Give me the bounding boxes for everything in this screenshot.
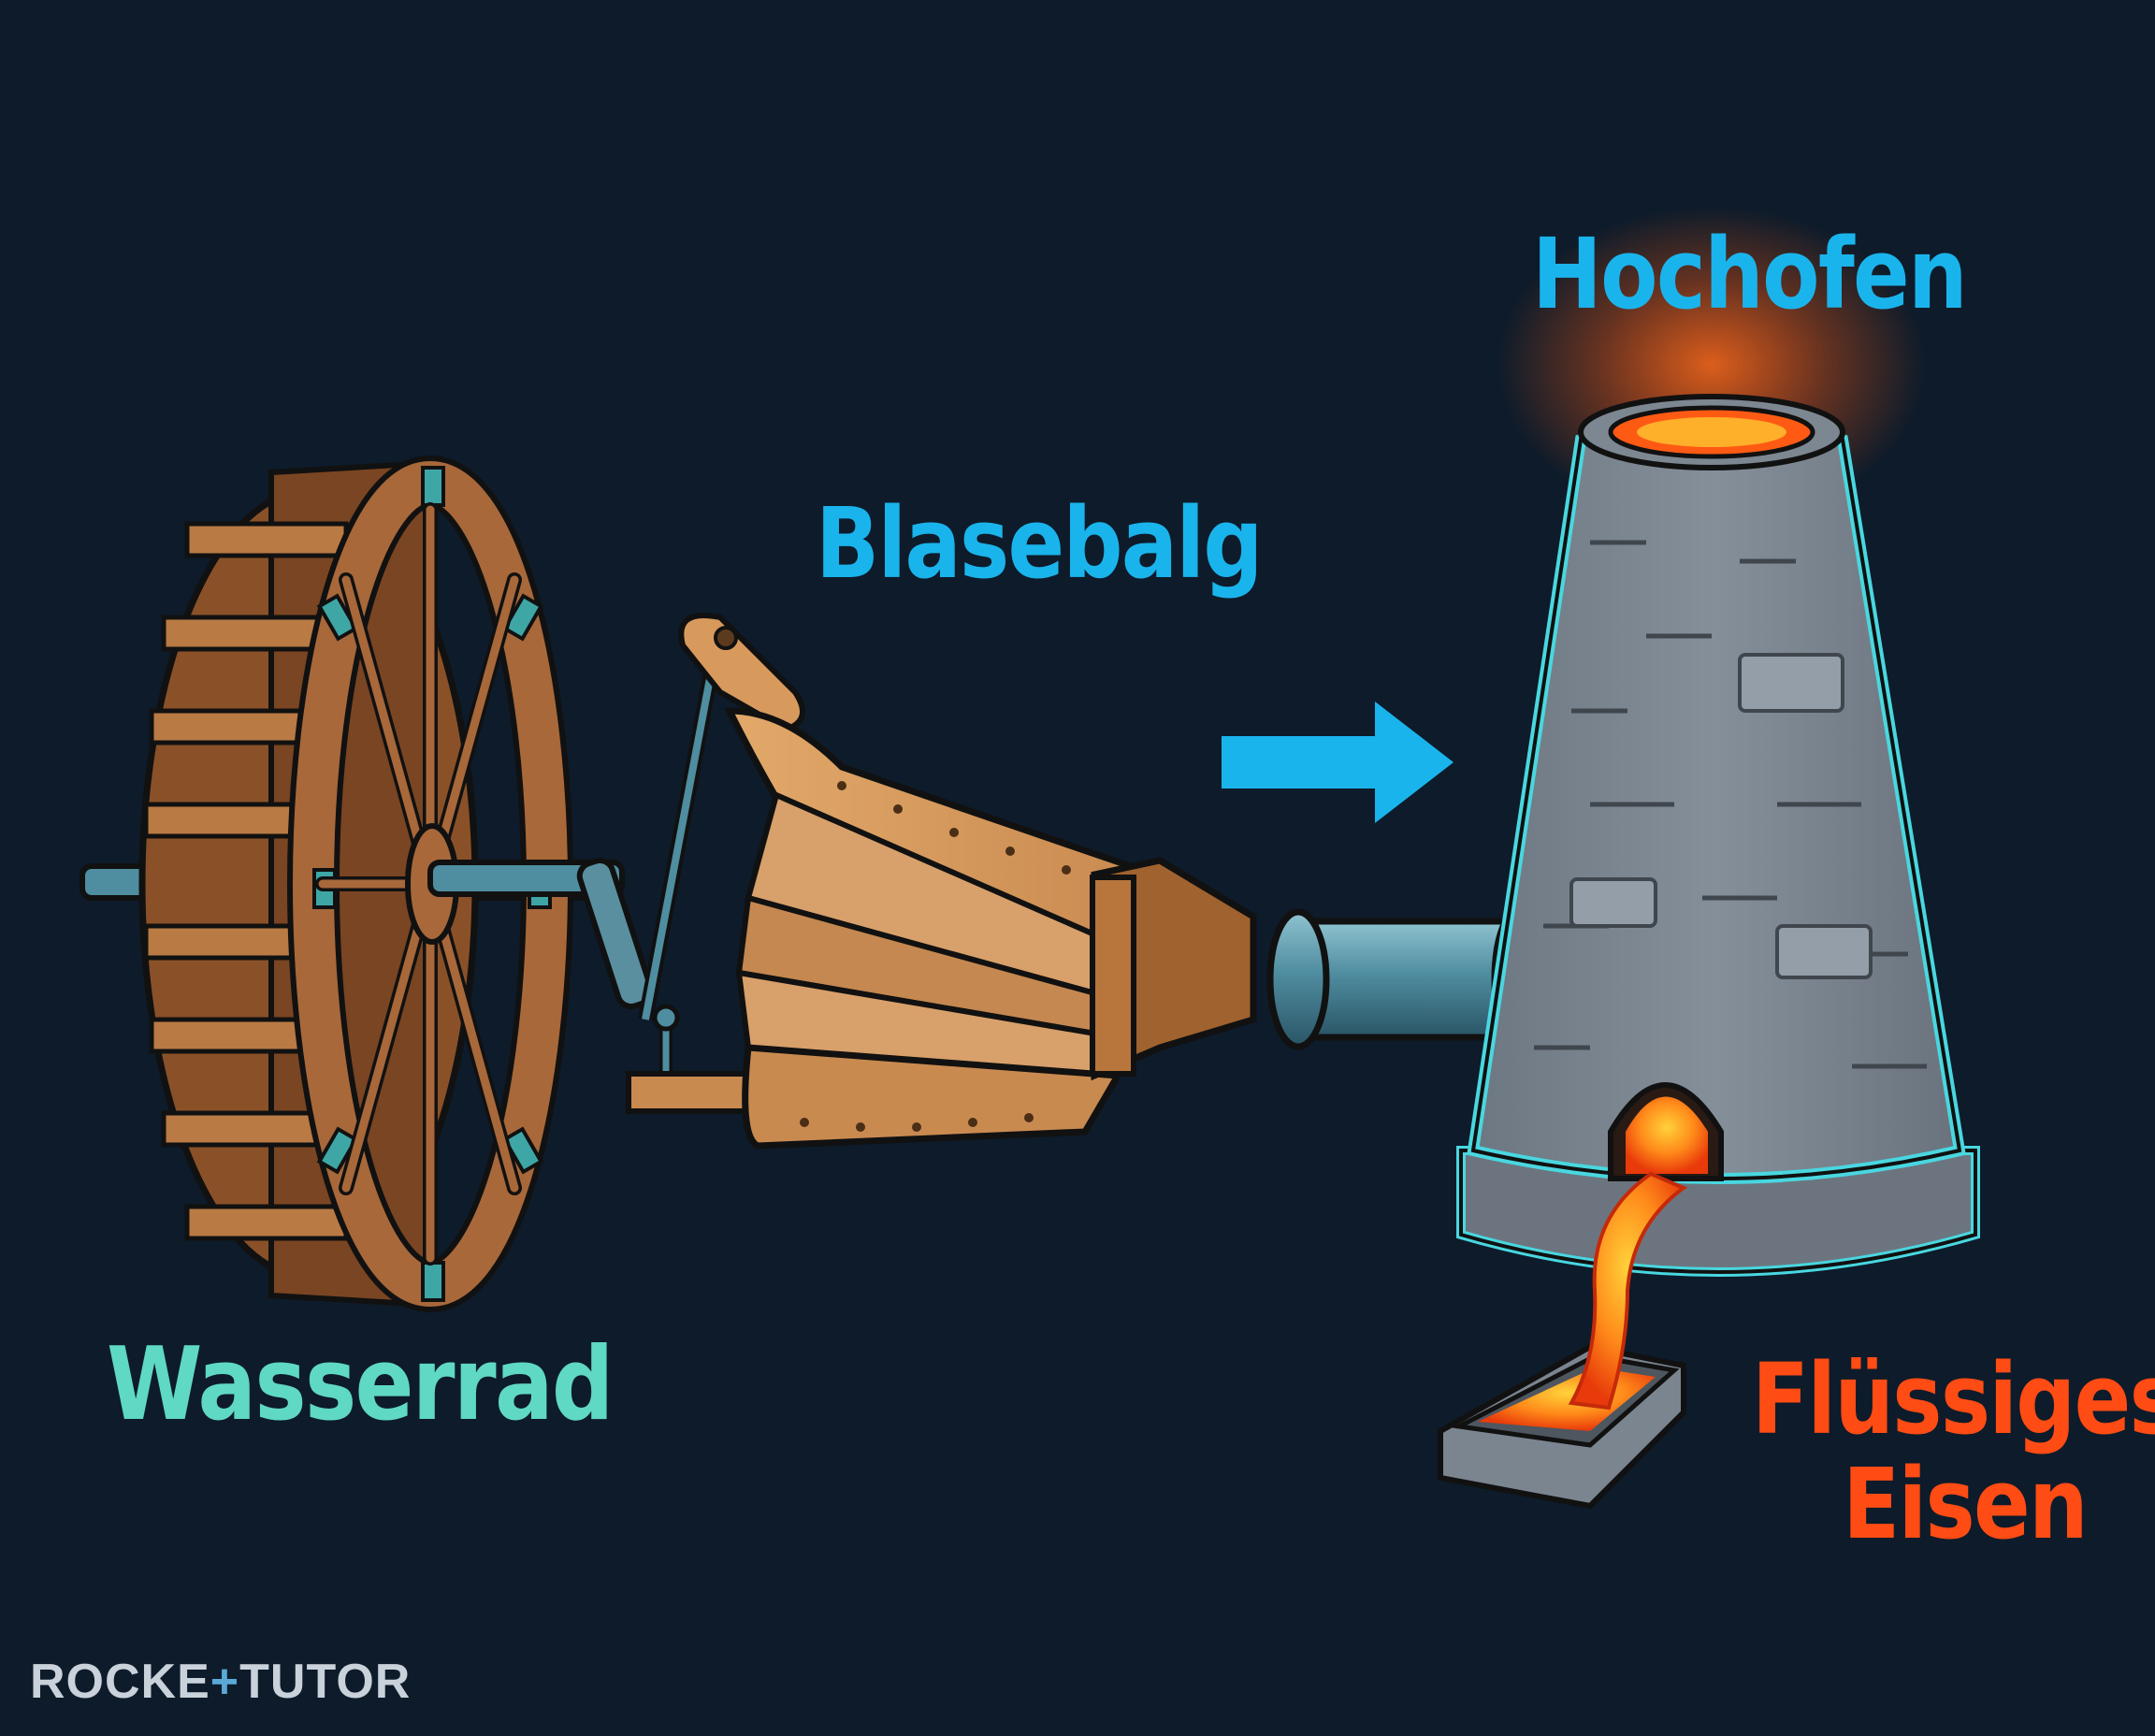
bellows-icon <box>626 613 1257 1150</box>
water-wheel-icon <box>80 456 625 1312</box>
crank-linkage <box>576 672 718 1076</box>
molten-iron-mold-icon <box>1438 1171 1688 1510</box>
brand-left: ROCKE <box>30 1655 210 1709</box>
brand-logo: ROCKE+TUTOR <box>30 1654 411 1710</box>
blast-furnace-icon <box>1456 206 1980 1277</box>
furnace-bricks <box>1534 540 1927 1069</box>
label-eisen-line1: Flüssiges <box>1752 1342 2155 1456</box>
label-eisen-line2: Eisen <box>1843 1447 2088 1561</box>
brand-right: TUTOR <box>239 1655 412 1709</box>
label-wasserrad: Wasserrad <box>107 1326 614 1443</box>
label-blasebalg: Blasebalg <box>816 486 1263 600</box>
molten-iron-stream <box>1568 1171 1688 1410</box>
label-fluessiges-eisen: Flüssiges Eisen <box>1752 1347 2155 1556</box>
arrow-right-icon <box>1222 702 1454 823</box>
bellows-pleats <box>735 790 1126 1079</box>
plus-icon: + <box>210 1655 240 1709</box>
label-hochofen: Hochofen <box>1532 217 1968 331</box>
